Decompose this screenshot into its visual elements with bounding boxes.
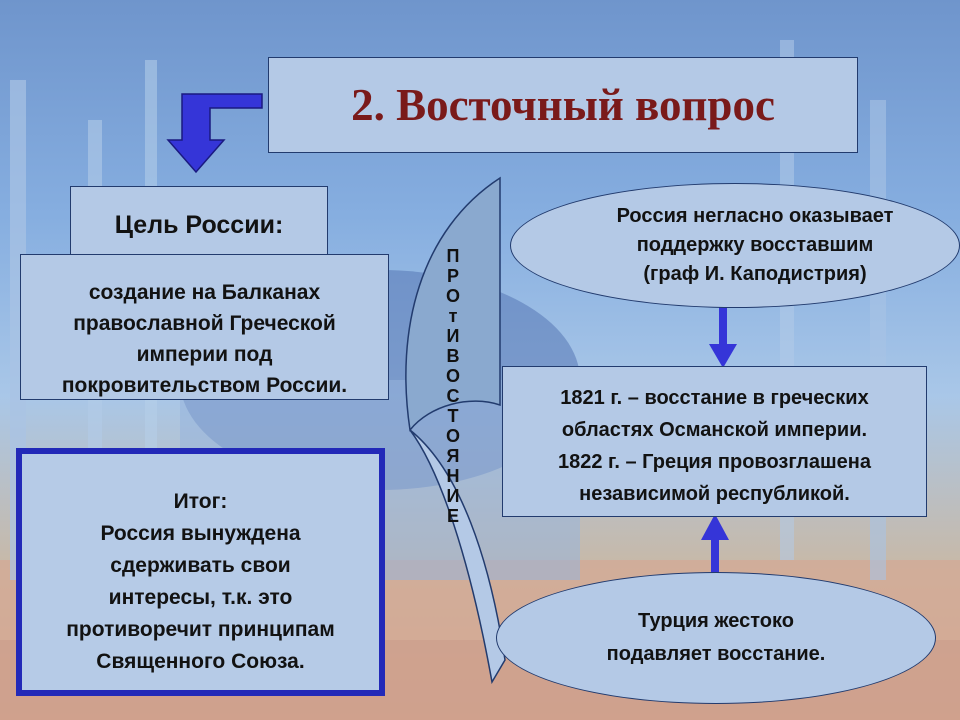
- opposition-letter: О: [445, 426, 460, 446]
- goal-heading: Цель России:: [70, 186, 328, 262]
- turkey-ellipse: Турция жестоко подавляет восстание.: [496, 572, 936, 704]
- lower-curved-brace: [409, 429, 506, 685]
- goal-description: создание на Балканах православной Гречес…: [20, 254, 389, 400]
- opposition-letter: Е: [446, 506, 459, 526]
- goal-line: создание на Балканах: [88, 281, 321, 304]
- bent-down-arrow-icon: [166, 93, 263, 174]
- goal-line: православной Греческой: [73, 312, 336, 335]
- result-line: Священного Союза.: [96, 650, 305, 673]
- opposition-letter: Я: [446, 446, 460, 466]
- result-line: интересы, т.к. это: [108, 586, 293, 609]
- events-line: областях Османской империи.: [561, 419, 868, 441]
- upper-curved-brace: [405, 176, 501, 432]
- opposition-letter: В: [446, 346, 460, 366]
- support-ellipse: Россия негласно оказывает поддержку восс…: [510, 183, 960, 308]
- arrow-down-icon: [709, 302, 737, 368]
- goal-line: империи под: [136, 343, 273, 366]
- support-line: (граф И. Каподистрия): [643, 263, 867, 285]
- support-line: поддержку восставшим: [636, 234, 874, 256]
- turkey-line: подавляет восстание.: [606, 643, 826, 665]
- opposition-letter: И: [446, 326, 460, 346]
- opposition-letter: О: [445, 366, 460, 386]
- opposition-letter: Р: [446, 266, 459, 286]
- opposition-letter: С: [446, 386, 460, 406]
- opposition-vertical-word: П Р О т И В О С Т О Я Н И Е: [433, 246, 473, 650]
- opposition-letter: Н: [446, 466, 460, 486]
- result-line: противоречит принципам: [66, 618, 335, 641]
- result-line: Россия вынуждена: [100, 522, 301, 545]
- result-line: Итог:: [173, 490, 228, 513]
- arrow-up-icon: [701, 514, 729, 586]
- title-box: 2. Восточный вопрос: [268, 57, 858, 153]
- opposition-letter: И: [446, 486, 460, 506]
- events-line: независимой республикой.: [579, 483, 850, 505]
- support-line: Россия негласно оказывает: [616, 205, 894, 227]
- events-box: 1821 г. – восстание в греческих областях…: [502, 366, 927, 517]
- turkey-line: Турция жестоко: [638, 610, 794, 632]
- goal-line: покровительством России.: [61, 374, 348, 397]
- events-line: 1821 г. – восстание в греческих: [560, 387, 869, 409]
- opposition-letter: О: [445, 286, 460, 306]
- opposition-letter: т: [448, 306, 458, 326]
- page-title: 2. Восточный вопрос: [351, 80, 775, 130]
- opposition-letter: П: [446, 246, 460, 266]
- events-line: 1822 г. – Греция провозглашена: [558, 451, 871, 473]
- opposition-letter: Т: [447, 406, 459, 426]
- result-line: сдерживать свои: [110, 554, 291, 577]
- result-box: Итог: Россия вынуждена сдерживать свои и…: [16, 448, 385, 696]
